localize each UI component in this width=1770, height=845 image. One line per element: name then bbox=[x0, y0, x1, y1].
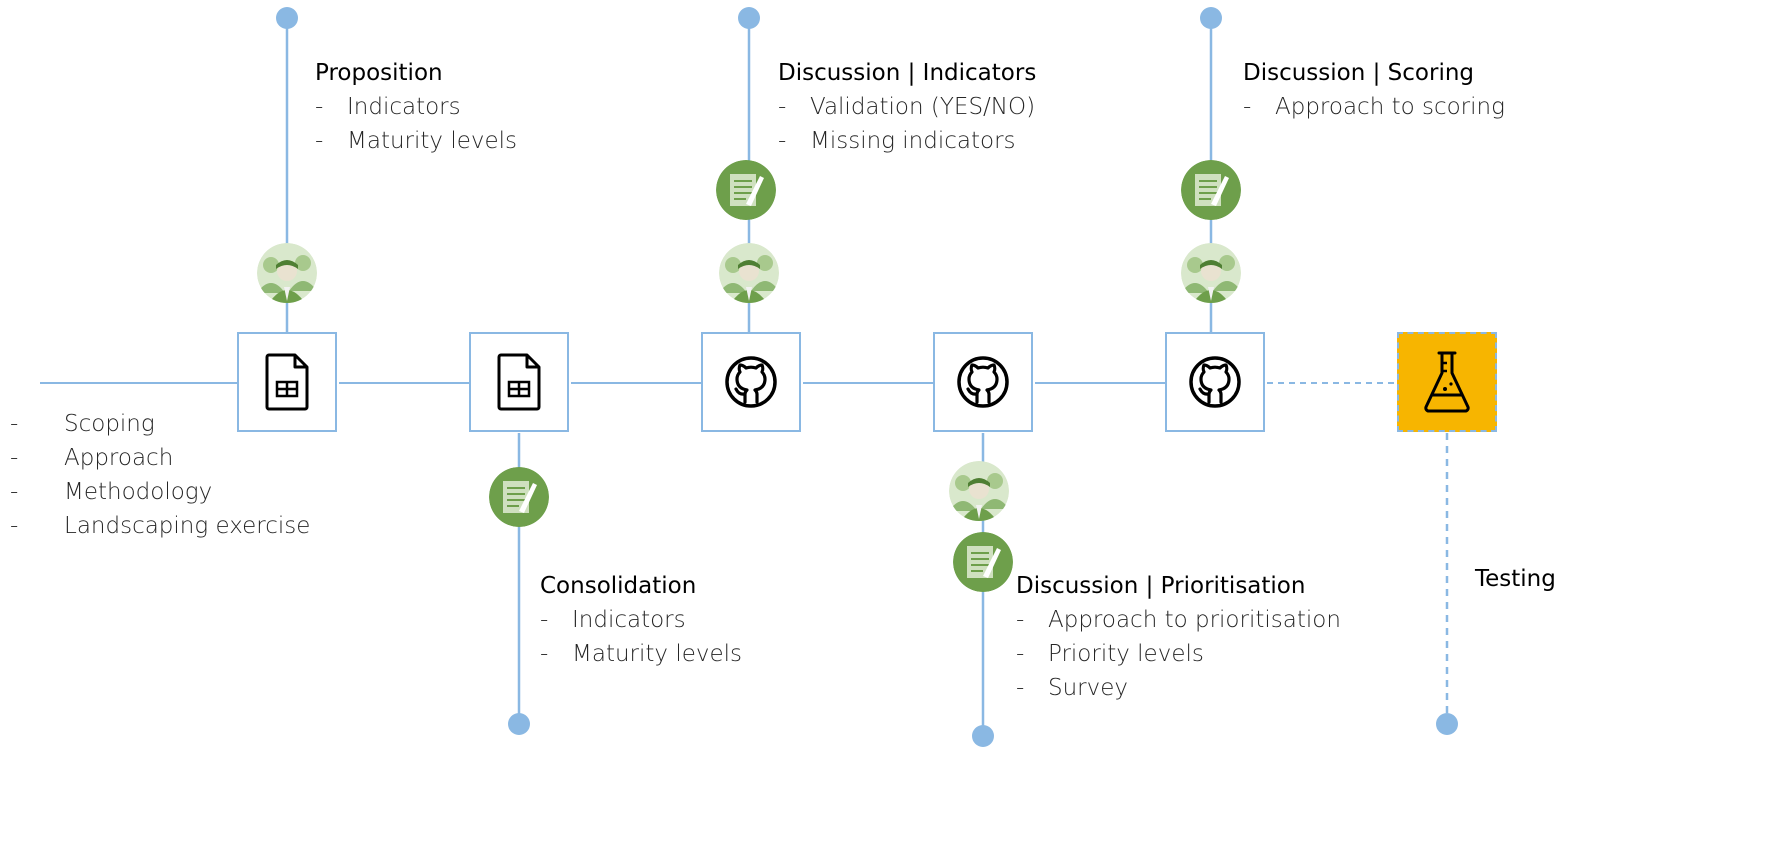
testing-label: Testing bbox=[1475, 566, 1556, 592]
list-item: Scoping bbox=[0, 407, 310, 441]
block-title: Discussion | Indicators bbox=[778, 60, 1037, 86]
timeline-node bbox=[508, 713, 530, 735]
spreadsheet-icon bbox=[497, 353, 541, 411]
timeline-node bbox=[1200, 7, 1222, 29]
timeline-node bbox=[738, 7, 760, 29]
stage-box-spreadsheet-2 bbox=[469, 332, 569, 432]
list-item: Indicators bbox=[540, 603, 742, 637]
spreadsheet-icon bbox=[265, 353, 309, 411]
list-item: Indicators bbox=[315, 90, 517, 124]
list-item: Approach to scoring bbox=[1243, 90, 1505, 124]
meeting-people-icon bbox=[1181, 243, 1241, 303]
timeline-node bbox=[972, 725, 994, 747]
timeline-node bbox=[276, 7, 298, 29]
block-title: Discussion | Scoring bbox=[1243, 60, 1475, 86]
github-icon bbox=[1189, 356, 1241, 408]
stage-box-github-3 bbox=[1165, 332, 1265, 432]
github-icon bbox=[725, 356, 777, 408]
block-title: Discussion | Prioritisation bbox=[1016, 573, 1306, 599]
list-item: Validation (YES/NO) bbox=[778, 90, 1036, 124]
timeline-node bbox=[1436, 713, 1458, 735]
scoping-list: Scoping Approach Methodology Landscaping… bbox=[0, 407, 310, 543]
discussion-prioritisation-block: Discussion | Prioritisation Approach to … bbox=[1016, 569, 1341, 705]
meeting-people-icon bbox=[949, 461, 1009, 521]
meeting-people-icon bbox=[257, 243, 317, 303]
list-item: Maturity levels bbox=[540, 637, 742, 671]
document-edit-icon bbox=[716, 160, 776, 220]
discussion-scoring-block: Discussion | Scoring Approach to scoring bbox=[1243, 56, 1505, 124]
proposition-block: Proposition Indicators Maturity levels bbox=[315, 56, 517, 158]
document-edit-icon bbox=[953, 532, 1013, 592]
discussion-indicators-block: Discussion | Indicators Validation (YES/… bbox=[778, 56, 1036, 158]
stage-box-testing bbox=[1397, 332, 1497, 432]
block-title: Proposition bbox=[315, 60, 443, 86]
stage-box-github-2 bbox=[933, 332, 1033, 432]
list-item: Approach to prioritisation bbox=[1016, 603, 1341, 637]
document-edit-icon bbox=[1181, 160, 1241, 220]
flask-icon bbox=[1424, 351, 1470, 413]
github-icon bbox=[957, 356, 1009, 408]
list-item: Missing indicators bbox=[778, 124, 1036, 158]
list-item: Survey bbox=[1016, 671, 1341, 705]
list-item: Methodology bbox=[0, 475, 310, 509]
list-item: Priority levels bbox=[1016, 637, 1341, 671]
list-item: Landscaping exercise bbox=[0, 509, 310, 543]
list-item: Maturity levels bbox=[315, 124, 517, 158]
stage-box-github-1 bbox=[701, 332, 801, 432]
meeting-people-icon bbox=[719, 243, 779, 303]
document-edit-icon bbox=[489, 467, 549, 527]
list-item: Approach bbox=[0, 441, 310, 475]
block-title: Consolidation bbox=[540, 573, 697, 599]
consolidation-block: Consolidation Indicators Maturity levels bbox=[540, 569, 742, 671]
